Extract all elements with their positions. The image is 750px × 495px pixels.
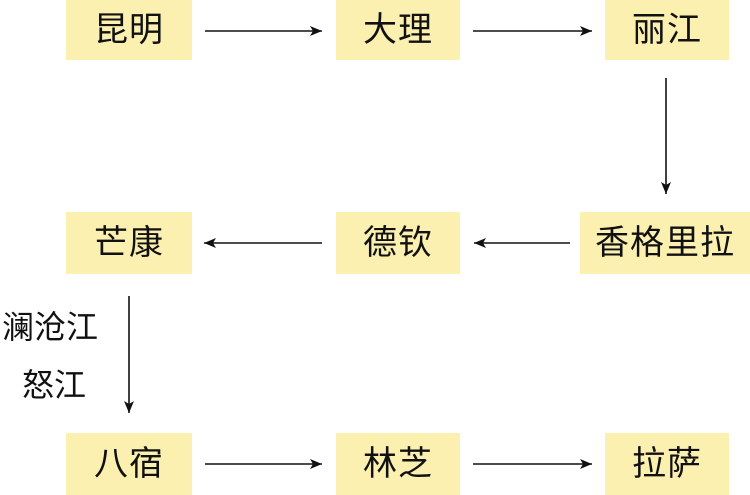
node-basu-label: 八宿 [94,444,164,484]
node-lasa-label: 拉萨 [632,444,702,484]
node-dali-label: 大理 [363,10,433,50]
node-shangrila-label: 香格里拉 [595,223,735,263]
node-linzhi-label: 林芝 [363,444,433,484]
node-mangkang-label: 芒康 [94,223,164,263]
node-mangkang: 芒康 [66,212,192,274]
node-lasa: 拉萨 [605,433,729,495]
node-deqin: 德钦 [336,212,460,274]
node-deqin-label: 德钦 [363,223,433,263]
node-shangrila: 香格里拉 [580,212,750,274]
node-lijiang: 丽江 [605,0,729,60]
node-kunming-label: 昆明 [94,10,164,50]
node-kunming: 昆明 [66,0,192,60]
node-dali: 大理 [336,0,460,60]
node-lijiang-label: 丽江 [632,10,702,50]
edge-label-nu-river: 怒江 [22,366,87,404]
edge-label-lancang-river: 澜沧江 [2,308,99,346]
node-basu: 八宿 [66,433,192,495]
node-linzhi: 林芝 [336,433,460,495]
